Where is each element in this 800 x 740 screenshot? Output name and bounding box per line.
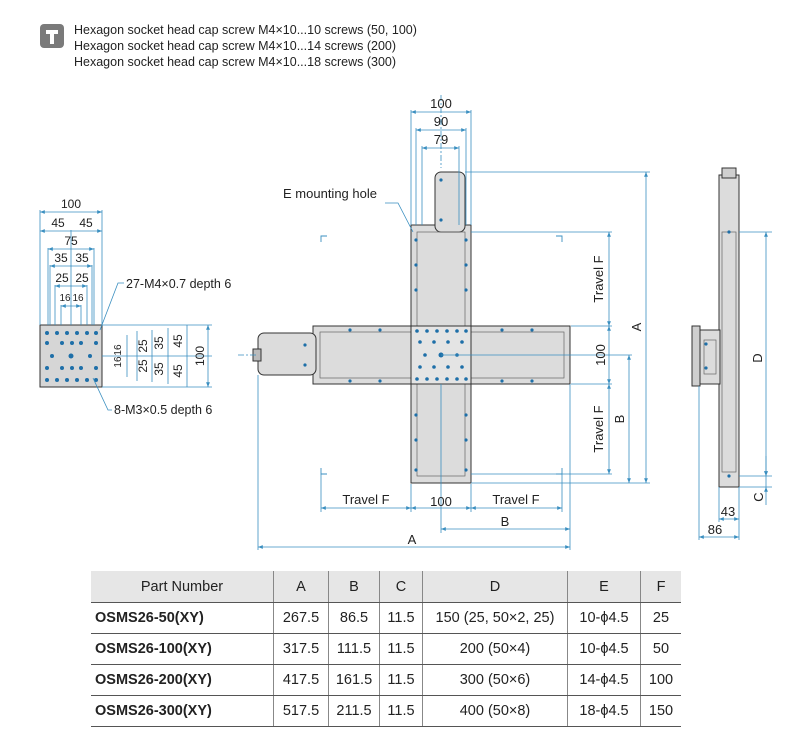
table-cell: 161.5: [328, 664, 380, 696]
table-row: OSMS26-50(XY) 267.5 86.5 11.5 150 (25, 5…: [91, 602, 681, 634]
dim-label: 86: [708, 522, 722, 537]
dim-label: 16: [72, 293, 84, 304]
tapped-hole-callout: 27-M4×0.7 depth 6: [126, 277, 231, 291]
table-cell: 211.5: [328, 695, 380, 727]
table-row: OSMS26-200(XY) 417.5 161.5 11.5 300 (50×…: [91, 664, 681, 696]
table-cell: 300 (50×6): [422, 664, 568, 696]
table-cell: 10-ϕ4.5: [567, 602, 641, 634]
dim-label: 45: [171, 364, 185, 378]
dim-label: 25: [55, 271, 69, 285]
dim-label: D: [750, 353, 765, 362]
table-cell: 11.5: [379, 695, 423, 727]
dim-label: 35: [152, 362, 166, 376]
dim-label: 16: [113, 356, 124, 368]
technical-drawing: 100 45 45 75 35 35 25 25 16 16 16 16 25 …: [39, 95, 772, 550]
part-number-cell: OSMS26-200(XY): [91, 664, 274, 696]
dim-label: 90: [434, 114, 448, 129]
dim-label: C: [751, 492, 766, 501]
dim-label: 45: [171, 334, 185, 348]
top-view-holes: [45, 331, 98, 382]
dim-label: 43: [721, 504, 735, 519]
column-header: B: [328, 571, 380, 603]
mounting-hole-label: E mounting hole: [283, 186, 377, 201]
dim-label: 35: [75, 251, 89, 265]
dim-label: 35: [54, 251, 68, 265]
table-cell: 317.5: [273, 633, 329, 665]
part-number-cell: OSMS26-50(XY): [91, 602, 274, 634]
table-cell: 417.5: [273, 664, 329, 696]
dim-label: 75: [64, 234, 78, 248]
part-number-cell: OSMS26-300(XY): [91, 695, 274, 727]
front-view: 100 90 79 E mounting hole Travel F Trave…: [238, 95, 650, 550]
column-header: C: [379, 571, 423, 603]
dim-label: B: [612, 415, 627, 424]
dim-label: 25: [136, 359, 150, 373]
dim-label: B: [501, 514, 510, 529]
note-line: Hexagon socket head cap screw M4×10...10…: [74, 23, 417, 37]
table-header-row: Part Number A B C D E F: [91, 571, 681, 603]
table-cell: 86.5: [328, 602, 380, 634]
dim-label: 100: [61, 197, 81, 211]
table-cell: 267.5: [273, 602, 329, 634]
table-cell: 150 (25, 50×2, 25): [422, 602, 568, 634]
table-cell: 100: [640, 664, 681, 696]
table-cell: 111.5: [328, 633, 380, 665]
travel-label: Travel F: [342, 492, 389, 507]
dim-label: 16: [59, 293, 71, 304]
side-view: D C 43 86: [691, 167, 772, 540]
column-header: Part Number: [91, 571, 274, 603]
column-header: F: [640, 571, 681, 603]
table-cell: 150: [640, 695, 681, 727]
table-cell: 14-ϕ4.5: [567, 664, 641, 696]
table-cell: 50: [640, 633, 681, 665]
note-line: Hexagon socket head cap screw M4×10...18…: [74, 55, 397, 69]
table-cell: 18-ϕ4.5: [567, 695, 641, 727]
top-view: 100 45 45 75 35 35 25 25 16 16 16 16 25 …: [39, 197, 231, 417]
dim-label: 35: [152, 336, 166, 350]
part-number-cell: OSMS26-100(XY): [91, 633, 274, 665]
specifications-table: Part Number A B C D E F OSMS26-50(XY) 26…: [91, 571, 681, 727]
dim-label: 25: [136, 339, 150, 353]
table-cell: 10-ϕ4.5: [567, 633, 641, 665]
table-cell: 11.5: [379, 633, 423, 665]
travel-label: Travel F: [591, 405, 606, 452]
table-cell: 517.5: [273, 695, 329, 727]
dim-label: 45: [79, 216, 93, 230]
table-cell: 11.5: [379, 664, 423, 696]
dim-label: 25: [75, 271, 89, 285]
dim-label: A: [408, 532, 417, 547]
travel-label: Travel F: [591, 255, 606, 302]
caution-icon: [40, 24, 64, 48]
table-row: OSMS26-100(XY) 317.5 111.5 11.5 200 (50×…: [91, 633, 681, 665]
travel-label: Travel F: [492, 492, 539, 507]
table-cell: 11.5: [379, 602, 423, 634]
tapped-hole-callout: 8-M3×0.5 depth 6: [114, 403, 212, 417]
dim-label: 100: [430, 494, 452, 509]
column-header: E: [567, 571, 641, 603]
table-cell: 400 (50×8): [422, 695, 568, 727]
dim-label: 100: [593, 344, 608, 366]
table-row: OSMS26-300(XY) 517.5 211.5 11.5 400 (50×…: [91, 695, 681, 727]
dim-label: 16: [113, 344, 124, 356]
note-line: Hexagon socket head cap screw M4×10...14…: [74, 39, 397, 53]
dim-label: 45: [51, 216, 65, 230]
dim-label: 79: [434, 132, 448, 147]
dim-label: 100: [430, 96, 452, 111]
table-cell: 25: [640, 602, 681, 634]
column-header: A: [273, 571, 329, 603]
dim-label: 100: [193, 346, 207, 366]
column-header: D: [422, 571, 568, 603]
dim-label: A: [629, 322, 644, 331]
table-cell: 200 (50×4): [422, 633, 568, 665]
carriage-holes: [303, 178, 534, 472]
